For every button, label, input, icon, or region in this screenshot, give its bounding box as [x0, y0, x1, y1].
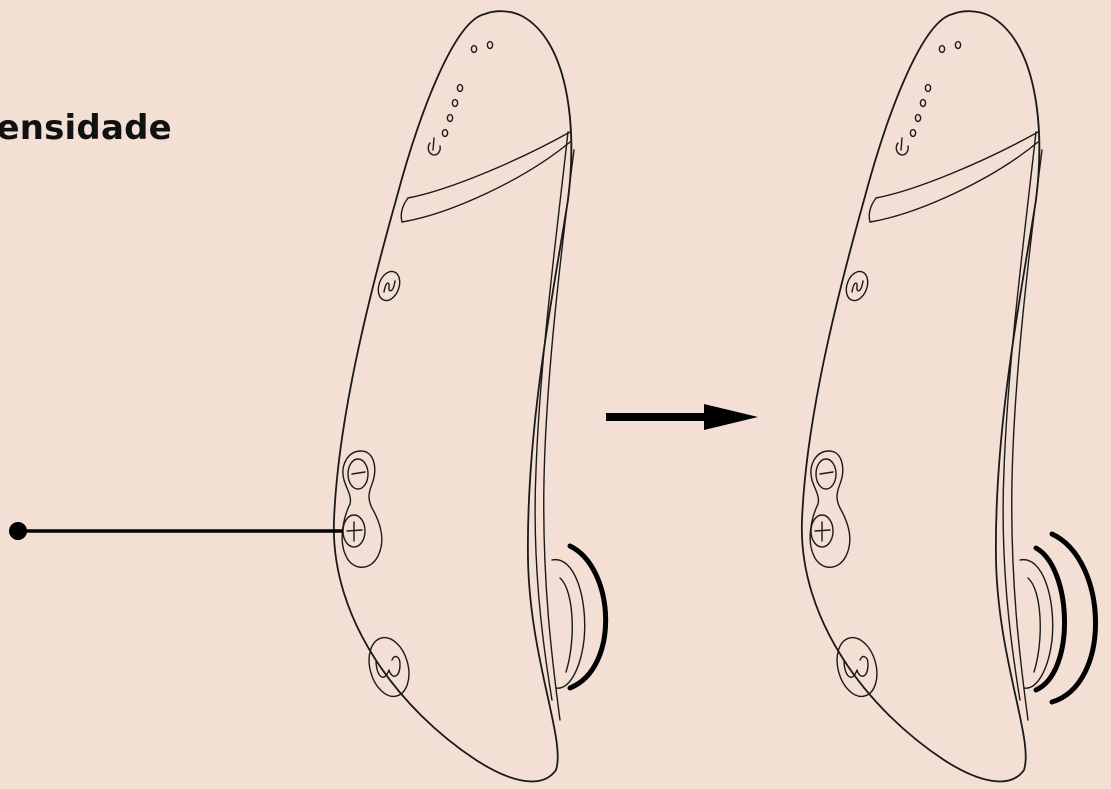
logo-button-icon — [363, 633, 415, 701]
power-icon — [428, 138, 440, 155]
intensity-buttons — [810, 451, 850, 567]
minus-button — [348, 459, 368, 489]
led-dot — [471, 46, 476, 53]
device-before-cup — [552, 560, 585, 689]
mode-button-icon — [374, 268, 403, 303]
intensity-buttons — [342, 451, 382, 567]
device-before — [334, 11, 585, 781]
device-after — [802, 11, 1053, 781]
vibration-wave — [570, 546, 606, 688]
power-icon — [896, 138, 908, 155]
device-after-cup — [1020, 560, 1053, 689]
vibration-wave-outer — [1052, 534, 1096, 702]
mode-button-icon — [842, 268, 871, 303]
device-before-band — [408, 132, 570, 198]
transition-arrow — [606, 404, 758, 430]
pointer-line — [9, 522, 343, 540]
logo-button-icon — [831, 633, 883, 701]
